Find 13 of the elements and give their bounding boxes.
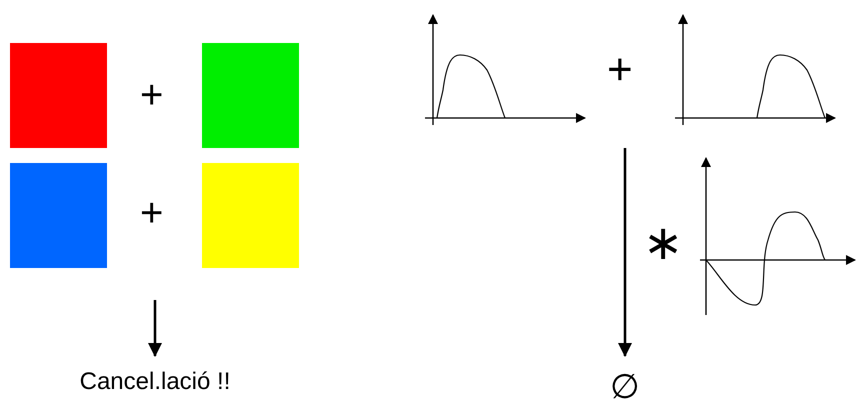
plus-sign: +: [607, 48, 633, 92]
color-square: [202, 163, 299, 268]
plus-sign: +: [140, 193, 164, 233]
plus-sign: +: [140, 75, 164, 115]
empty-set-symbol: ∅: [610, 368, 640, 406]
color-square: [202, 43, 299, 148]
result-text: Cancel.lació !!: [80, 368, 230, 395]
color-square: [10, 163, 107, 268]
convolution-symbol: ∗: [643, 220, 683, 268]
arrow: [148, 300, 162, 357]
waveform-graph-drawing: [700, 155, 855, 315]
arrow: [618, 148, 632, 357]
color-square: [10, 43, 107, 148]
